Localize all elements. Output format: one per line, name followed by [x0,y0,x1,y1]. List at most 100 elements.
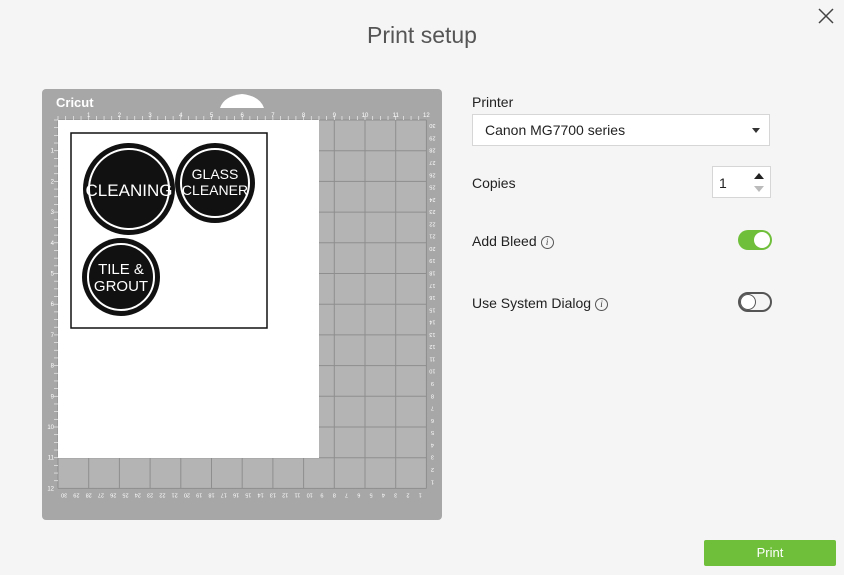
dialog-title: Print setup [367,22,477,48]
mat-bottom-tick-label: 10 [307,491,313,497]
mat-right-tick-label: 27 [429,159,435,165]
mat-right-tick-label: 30 [429,122,435,128]
copies-stepper[interactable]: 1 [712,166,771,198]
mat-right-tick-label: 9 [431,380,434,386]
mat-top-tick-label: 1 [87,113,91,119]
label-tile-grout: TILE & GROUT [82,238,160,316]
mat-right-tick-label: 8 [431,392,434,398]
mat-right-tick-label: 10 [429,368,435,374]
mat-right-tick-label: 24 [429,196,435,202]
mat-bottom-tick-label: 1 [419,491,422,497]
close-icon [818,8,834,24]
label-glass-text: GLASS [192,166,239,182]
mat-top-tick-label: 11 [393,113,400,119]
mat-right-tick-label: 21 [429,233,435,239]
mat-bottom-tick-label: 16 [233,491,239,497]
info-icon[interactable]: i [540,236,554,249]
mat-bottom-tick-label: 23 [147,491,153,497]
mat-right-tick-label: 5 [431,429,434,435]
mat-right-tick-label: 14 [429,319,435,325]
mat-bottom-tick-label: 15 [245,491,251,497]
add-bleed-toggle[interactable] [738,230,772,250]
mat-hanger-tab [220,94,264,108]
printer-label: Printer [472,94,514,110]
mat-left-tick-label: 5 [51,272,55,278]
mat-right-tick-label: 16 [429,294,435,300]
mat-right-tick-label: 7 [431,405,434,411]
mat-right-tick-label: 22 [429,220,435,226]
mat-right-tick-label: 28 [429,147,435,153]
mat-right-tick-label: 4 [431,441,434,447]
mat-bottom-tick-label: 5 [370,491,373,497]
mat-left-tick-label: 1 [51,149,55,155]
mat-left-tick-label: 6 [51,302,55,308]
mat-right-tick-label: 20 [429,245,435,251]
mat-bottom-tick-label: 25 [122,491,128,497]
mat-bottom-tick-label: 13 [270,491,276,497]
mat-bottom-tick-label: 11 [295,491,301,497]
mat-left-tick-label: 12 [47,486,54,492]
mat-right-tick-label: 23 [429,208,435,214]
copies-value: 1 [719,175,727,191]
mat-bottom-tick-label: 9 [320,491,323,497]
increment-arrow-icon[interactable] [754,173,764,179]
mat-right-tick-label: 6 [431,417,434,423]
mat-right-tick-label: 17 [429,282,435,288]
mat-right-tick-label: 18 [429,270,435,276]
mat-bottom-tick-label: 24 [135,491,141,497]
mat-bottom-tick-label: 18 [208,491,214,497]
label-cleaning-text: CLEANING [86,181,173,200]
mat-bottom-tick-label: 19 [196,491,202,497]
system-dialog-label: Use System Dialog [472,295,592,311]
mat-right-tick-label: 12 [429,343,435,349]
mat-left-tick-label: 8 [51,364,55,370]
mat-top-tick-label: 7 [271,113,275,119]
label-glass-cleaner: GLASS CLEANER [175,143,255,223]
mat-bottom-tick-label: 14 [258,491,264,497]
label-tile-text: TILE & [98,261,144,278]
copies-label: Copies [472,175,516,191]
mat-bottom-tick-label: 17 [221,491,227,497]
printer-select[interactable]: Canon MG7700 series [472,114,770,146]
chevron-down-icon [752,128,760,133]
mat-left-tick-label: 11 [48,456,55,462]
label-cleaner-text: CLEANER [182,182,248,198]
mat-bottom-tick-label: 12 [282,491,288,497]
label-grout-text: GROUT [94,278,148,295]
mat-top-tick-label: 10 [362,113,369,119]
mat-bottom-tick-label: 29 [73,491,79,497]
close-button[interactable] [816,6,836,26]
mat-bottom-tick-label: 3 [394,491,397,497]
mat-bottom-tick-label: 30 [61,491,67,497]
mat-bottom-tick-label: 21 [172,491,178,497]
mat-top-tick-label: 2 [118,113,122,119]
mat-right-tick-label: 26 [429,171,435,177]
decrement-arrow-icon[interactable] [754,186,764,192]
info-icon[interactable]: i [595,298,609,311]
mat-bottom-tick-label: 28 [86,491,92,497]
mat-bottom-tick-label: 27 [98,491,104,497]
mat-bottom-tick-label: 20 [184,491,190,497]
design-bounding-box [70,132,268,329]
mat-left-tick-label: 3 [51,210,55,216]
mat-top-tick-label: 9 [333,113,337,119]
printer-value: Canon MG7700 series [485,122,626,138]
toggle-knob [754,232,770,248]
mat-top-tick-label: 4 [179,113,183,119]
mat-top-tick-label: 8 [302,113,306,119]
mat-left-tick-label: 7 [51,333,55,339]
mat-left-tick-label: 9 [51,394,55,400]
mat-top-tick-label: 5 [210,113,214,119]
mat-right-tick-label: 15 [429,306,435,312]
mat-bottom-tick-label: 8 [333,491,336,497]
mat-top-tick-label: 6 [241,113,245,119]
print-button[interactable]: Print [704,540,836,566]
cricut-logo: Cricut [56,95,94,110]
mat-right-tick-label: 2 [431,466,434,472]
mat-right-tick-label: 13 [429,331,435,337]
system-dialog-toggle[interactable] [738,292,772,312]
